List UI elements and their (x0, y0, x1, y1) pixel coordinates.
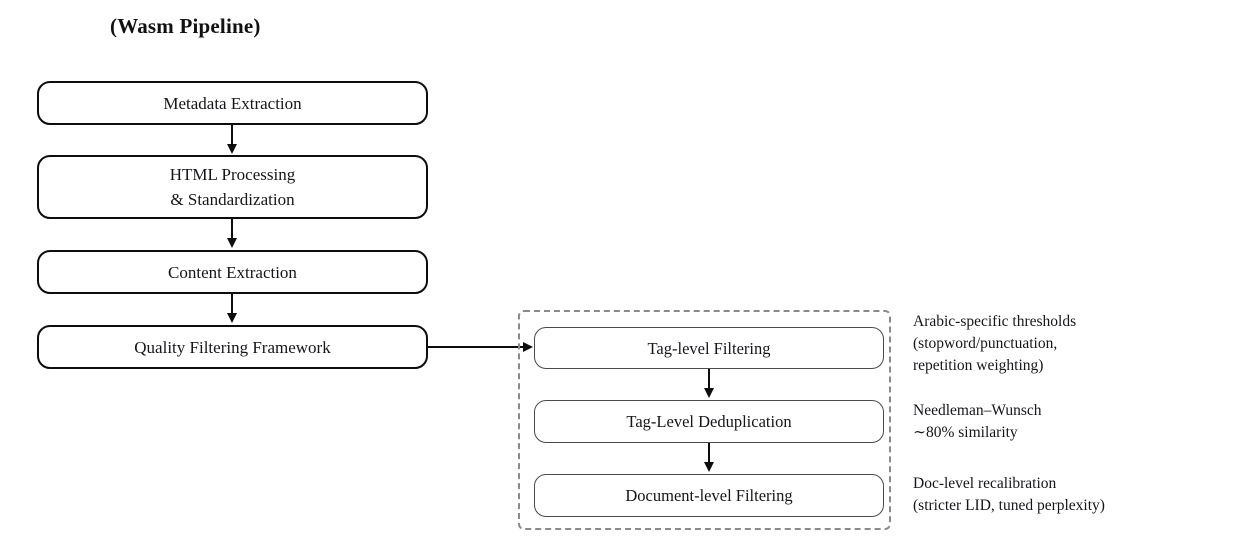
arrowhead-down-icon (703, 462, 714, 472)
connector-line (428, 346, 524, 349)
arrowhead-down-icon (703, 388, 714, 398)
node-tag-level-deduplication: Tag-Level Deduplication (534, 400, 884, 443)
node-tag-level-filtering: Tag-level Filtering (534, 327, 884, 369)
connector-line (708, 369, 711, 390)
connector-line (708, 443, 711, 464)
arrowhead-down-icon (226, 144, 237, 154)
arrowhead-down-icon (226, 238, 237, 248)
node-metadata-extraction: Metadata Extraction (37, 81, 428, 125)
connector-line (231, 219, 234, 240)
diagram-title: (Wasm Pipeline) (110, 14, 261, 38)
annotation-tag-level-deduplication: Needleman–Wunsch ∼80% similarity (913, 402, 1042, 441)
node-content-extraction: Content Extraction (37, 250, 428, 294)
annotation-document-level-filtering: Doc-level recalibration (stricter LID, t… (913, 475, 1105, 514)
node-document-level-filtering: Document-level Filtering (534, 474, 884, 517)
connector-line (231, 125, 234, 146)
node-html-processing: HTML Processing & Standardization (37, 155, 428, 219)
connector-line (231, 294, 234, 315)
annotation-tag-level-filtering: Arabic-specific thresholds (stopword/pun… (913, 313, 1077, 374)
arrowhead-right-icon (523, 341, 533, 352)
arrowhead-down-icon (226, 313, 237, 323)
filter-group-container (518, 310, 891, 530)
node-quality-filtering-framework: Quality Filtering Framework (37, 325, 428, 369)
